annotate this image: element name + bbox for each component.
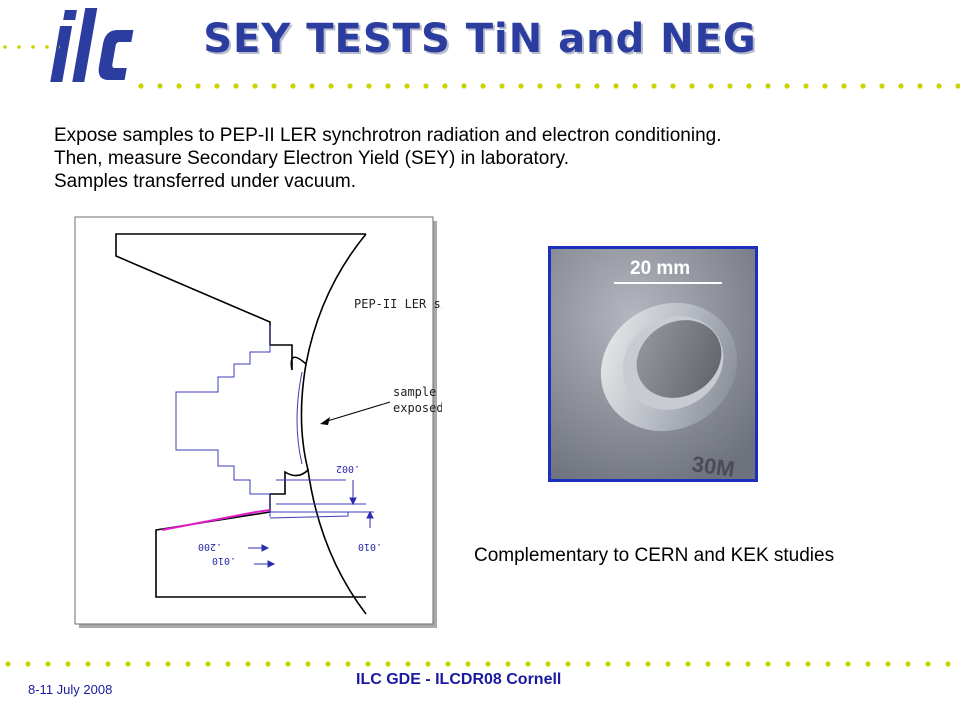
footer-conference: ILC GDE - ILCDR08 Cornell bbox=[356, 671, 562, 688]
footer-date: 8-11 July 2008 bbox=[28, 682, 113, 697]
scale-label: 20 mm bbox=[630, 258, 691, 279]
label-pep-ii-side: PEP-II LER side bbox=[354, 297, 442, 311]
technical-drawing: .002 .010 .200 .010 PEP-II LER side samp… bbox=[74, 216, 442, 628]
arrow-icon bbox=[320, 417, 330, 425]
svg-text:30M: 30M bbox=[690, 451, 736, 479]
dotted-rule-bottom bbox=[0, 659, 960, 669]
dim-label: .002 bbox=[336, 463, 360, 474]
complementary-note: Complementary to CERN and KEK studies bbox=[474, 545, 835, 566]
intro-line: Then, measure Secondary Electron Yield (… bbox=[54, 148, 570, 169]
logo-text: ilc bbox=[48, 4, 49, 5]
slide-title: SEY TESTS TiN and NEG bbox=[203, 16, 757, 62]
scale-bar bbox=[614, 282, 722, 284]
sample-photo: 30M bbox=[548, 246, 758, 482]
intro-line: Expose samples to PEP-II LER synchrotron… bbox=[54, 125, 722, 146]
dim-label: .200 bbox=[198, 541, 222, 552]
ilc-logo: ilc bbox=[48, 4, 134, 82]
intro-line: Samples transferred under vacuum. bbox=[54, 171, 357, 192]
label-sample-surface: sample surface bbox=[393, 385, 442, 399]
label-exposed-sr: exposed to SR bbox=[393, 401, 442, 415]
dim-label: .010 bbox=[212, 555, 236, 566]
intro-text: Expose samples to PEP-II LER synchrotron… bbox=[54, 124, 721, 193]
dotted-rule-top bbox=[136, 81, 960, 91]
dotted-rule-top-left bbox=[0, 42, 60, 52]
dim-label: .010 bbox=[358, 541, 382, 552]
